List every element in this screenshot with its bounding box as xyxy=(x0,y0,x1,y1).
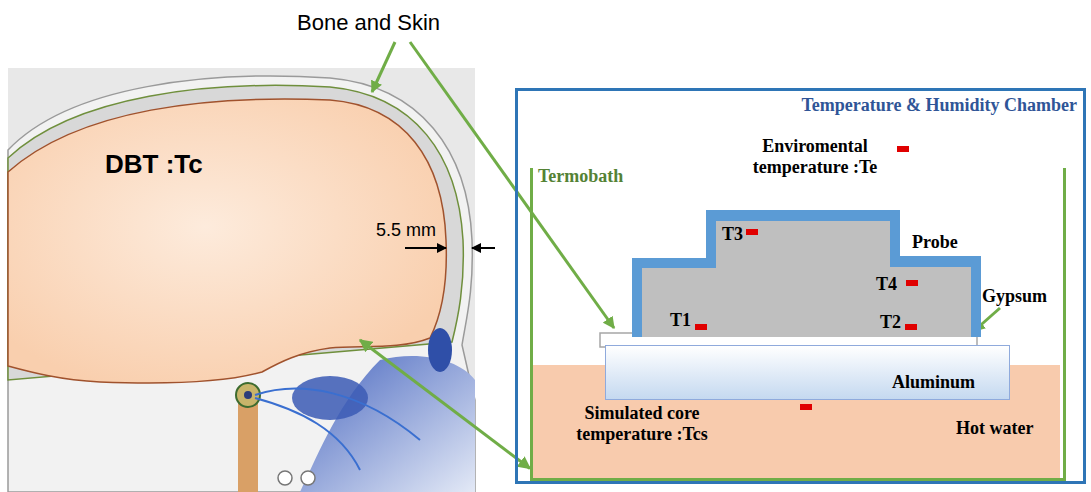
sensor-marker xyxy=(906,280,918,286)
sinus xyxy=(428,328,452,372)
sensor-marker xyxy=(695,324,707,330)
dimension-arrow xyxy=(405,247,446,249)
sensor-label: T2 xyxy=(880,312,901,333)
node-text: Aluminum xyxy=(892,372,975,393)
head-background xyxy=(8,68,475,492)
node-text: Temperature & Humidity Chamber xyxy=(802,95,1077,116)
dimension-arrow xyxy=(472,247,495,249)
brain-region: DBT :Tc xyxy=(40,100,360,340)
brain xyxy=(8,99,446,383)
nerve xyxy=(255,398,360,470)
sensor-marker xyxy=(800,404,812,410)
sensor-label: T1 xyxy=(670,310,691,331)
node-text: Probe xyxy=(912,232,958,253)
sensor-marker xyxy=(746,229,758,235)
sensor-marker xyxy=(905,324,917,330)
sensor-label: T4 xyxy=(876,274,897,295)
sensor-symbol xyxy=(301,471,315,485)
node-text: Termobath xyxy=(538,166,623,187)
sensor-label: Simulated core temperature :Tcs xyxy=(553,403,731,444)
brainstem-core xyxy=(244,391,252,399)
node-text: DBT :Tc xyxy=(105,150,203,180)
connector-arrow xyxy=(360,340,530,468)
sensor-symbol xyxy=(278,471,292,485)
probe-core xyxy=(642,221,971,337)
cerebellum xyxy=(292,376,368,420)
leader-arrow xyxy=(372,42,395,92)
head-skin xyxy=(8,76,475,492)
dimension-label: 5.5 mm xyxy=(376,220,436,241)
aluminum-block: Aluminum xyxy=(605,345,1010,400)
nerve xyxy=(255,389,420,440)
sensor-label: Enviromental temperature :Te xyxy=(730,136,900,177)
part-label: Bone and Skin xyxy=(297,10,440,35)
node-text: Hot water xyxy=(956,418,1033,439)
spinal-cord xyxy=(238,400,258,492)
part-label: Gypsum xyxy=(982,286,1047,307)
sensor-marker xyxy=(897,146,909,152)
probe-housing xyxy=(632,210,981,337)
sensor-label: T3 xyxy=(722,224,743,245)
